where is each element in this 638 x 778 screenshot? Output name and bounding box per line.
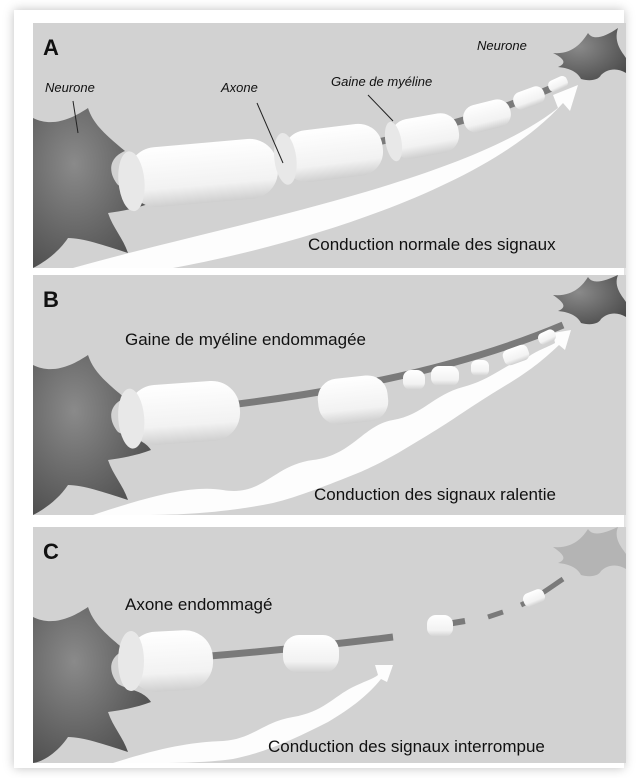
caption-b: Conduction des signaux ralentie <box>314 485 556 505</box>
neuron-right <box>553 275 626 324</box>
panel-letter-a: A <box>43 35 59 61</box>
label-neurone-left: Neurone <box>45 80 95 95</box>
gaine-pointer <box>368 95 393 121</box>
neuron-right-faded <box>553 527 626 576</box>
heading-gaine-endommagee: Gaine de myéline endommagée <box>125 330 366 350</box>
panel-c-illustration <box>33 527 626 763</box>
caption-c: Conduction des signaux interrompue <box>268 737 545 757</box>
axon-fragment <box>488 612 503 617</box>
panel-a: A Neurone Axone Gaine de myéline Neurone… <box>33 23 626 268</box>
label-gaine-de-myeline: Gaine de myéline <box>331 74 432 89</box>
panel-c: C Axone endommagé Conduction des signaux… <box>33 527 626 763</box>
caption-a: Conduction normale des signaux <box>308 235 556 255</box>
panel-a-illustration <box>33 23 626 268</box>
label-neurone-right: Neurone <box>477 38 527 53</box>
panel-letter-c: C <box>43 539 59 565</box>
panel-b: B Gaine de myéline endommagée Conduction… <box>33 275 626 515</box>
neuron-right <box>553 28 626 80</box>
heading-axone-endommage: Axone endommagé <box>125 595 272 615</box>
label-axone: Axone <box>221 80 258 95</box>
panel-letter-b: B <box>43 287 59 313</box>
panel-b-illustration <box>33 275 626 515</box>
